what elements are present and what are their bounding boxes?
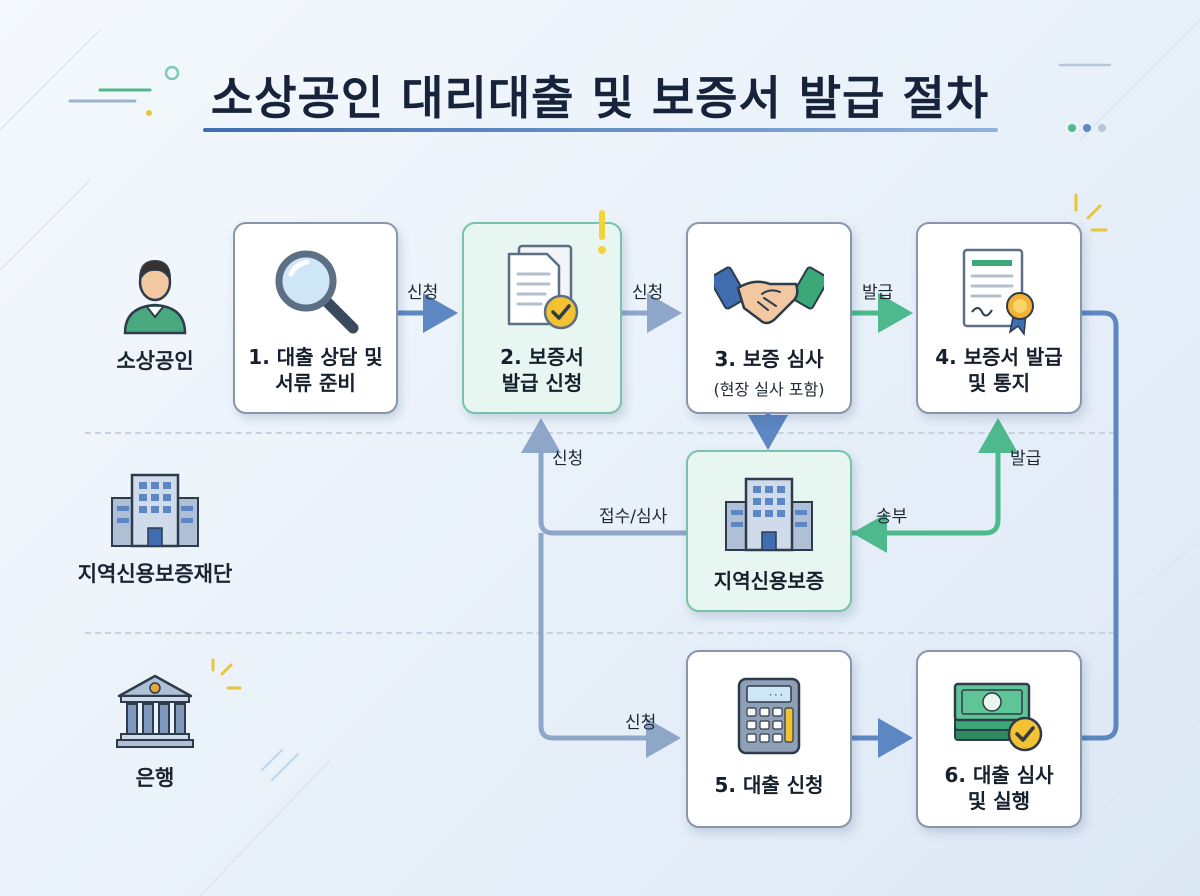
lane-foundation: 지역신용보증재단	[65, 470, 245, 588]
step-card-2[interactable]: 2. 보증서 발급 신청	[462, 222, 622, 414]
arrow-foundation-to-step4	[852, 418, 1018, 536]
step-label: 1. 대출 상담 및 서류 준비	[248, 345, 383, 395]
document-check-icon	[507, 244, 579, 330]
step-card-6[interactable]: 6. 대출 심사 및 실행	[916, 650, 1082, 828]
lane-label-foundation: 지역신용보증재단	[77, 562, 233, 586]
edge-label-step3-step4: 발급	[862, 283, 894, 303]
lane-label-bank: 은행	[135, 766, 175, 790]
step-label: 3. 보증 심사	[714, 347, 824, 371]
edge-label-foundation-step4: 발급	[1010, 449, 1042, 469]
lane-label-merchant: 소상공인	[116, 349, 194, 373]
attention-exclamation-icon	[598, 210, 606, 254]
handshake-icon	[714, 266, 824, 325]
bank-building-icon	[116, 674, 194, 748]
step-label: 2. 보증서 발급 신청	[500, 345, 584, 395]
arrow-foundation-to-step2	[521, 418, 686, 536]
page-title: 소상공인 대리대출 및 보증서 발급 절차	[210, 71, 990, 125]
step-card-4[interactable]: 4. 보증서 발급 및 통지	[916, 222, 1082, 414]
step-label: 6. 대출 심사 및 실행	[944, 763, 1054, 813]
arrow-to-step5	[538, 533, 681, 758]
certificate-icon	[962, 248, 1034, 336]
foundation-card[interactable]: 지역신용보증	[686, 450, 852, 612]
step-label: 4. 보증서 발급 및 통지	[935, 345, 1063, 395]
edge-label-to-step5: 신청	[625, 713, 657, 733]
step-label: 5. 대출 신청	[714, 773, 824, 797]
step-sublabel: (현장 실사 포함)	[713, 380, 825, 399]
svg-text:···: ···	[768, 691, 784, 701]
edge-label-step2-step3: 신청	[632, 283, 664, 303]
money-check-icon	[953, 682, 1043, 752]
edge-label-step1-step2: 신청	[407, 283, 439, 303]
lane-merchant: 소상공인	[65, 255, 245, 375]
lane-bank: 은행	[65, 672, 245, 792]
lane-divider	[85, 432, 1115, 434]
step-card-1[interactable]: 1. 대출 상담 및 서류 준비	[233, 222, 398, 414]
foundation-label: 지역신용보증	[713, 569, 825, 593]
arrow-step4-to-step6-loop	[1082, 310, 1119, 741]
edge-label-foundation-receive: 접수/심사	[599, 507, 668, 527]
edge-label-to-step2: 신청	[552, 449, 584, 469]
title-underline	[203, 128, 998, 132]
office-building-icon	[111, 473, 199, 548]
office-building-icon	[725, 477, 813, 552]
magnifier-icon	[275, 250, 358, 334]
step-card-3[interactable]: 3. 보증 심사 (현장 실사 포함)	[686, 222, 852, 414]
lane-divider	[85, 632, 1115, 634]
calculator-icon: ···	[737, 677, 801, 755]
edge-label-send: 송부	[876, 507, 908, 527]
merchant-person-icon	[123, 259, 187, 335]
step-card-5[interactable]: ··· 5. 대출 신청	[686, 650, 852, 828]
